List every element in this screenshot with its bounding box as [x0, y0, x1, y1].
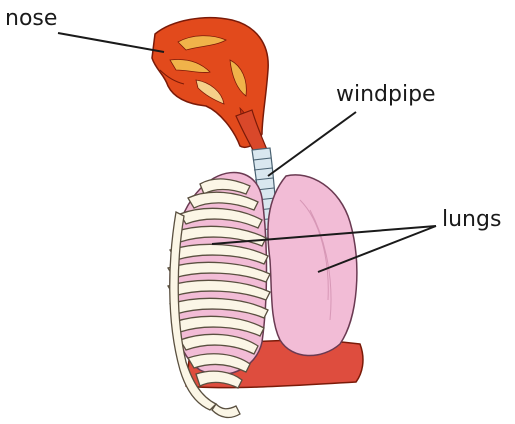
windpipe-label: windpipe: [336, 84, 436, 106]
windpipe-leader-line: [268, 112, 356, 176]
nose-leader-line: [58, 33, 164, 52]
nose-label: nose: [5, 8, 57, 30]
lungs-label: lungs: [442, 209, 501, 231]
right-lung: [268, 175, 357, 356]
